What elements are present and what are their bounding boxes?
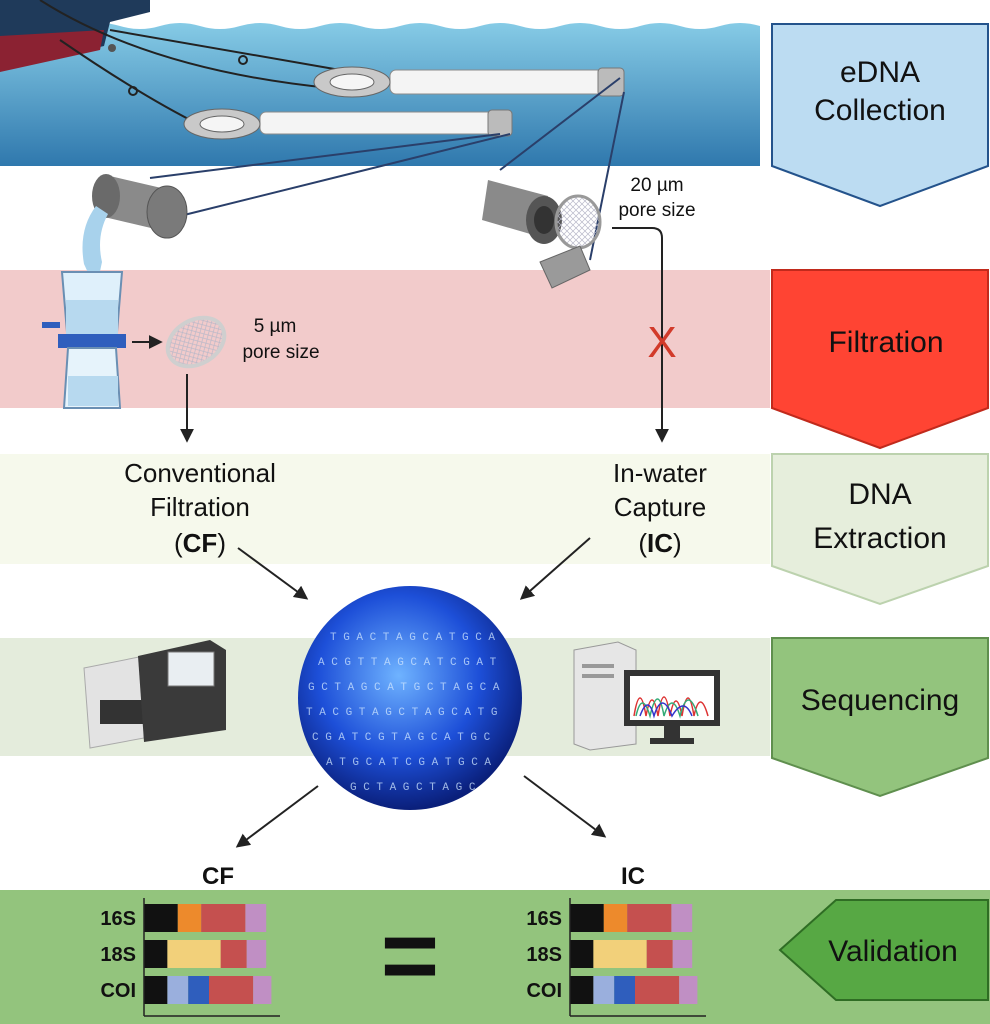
cf-16s-segment-2	[201, 904, 246, 932]
small-pore-label: pore size	[242, 342, 319, 363]
cf-coi-segment-3	[209, 976, 254, 1004]
cf-18s-segment-2	[220, 940, 247, 968]
sampler-tube-upper	[313, 66, 625, 98]
ic-label-line1: In-water	[613, 458, 707, 488]
poured-water	[82, 206, 108, 290]
sequencer-instrument-icon	[83, 640, 226, 749]
cf-18s-segment-3	[246, 940, 267, 968]
svg-text:G C T A G C A T G C T A G C A: G C T A G C A T G C T A G C A	[308, 682, 500, 694]
svg-text:Validation: Validation	[828, 935, 958, 968]
svg-text:T G A C T A G C A T G C A: T G A C T A G C A T G C A	[330, 632, 495, 644]
filtration-band	[0, 270, 770, 408]
ic-coi-segment-4	[679, 976, 698, 1004]
filtration-skipped-mark: X	[647, 318, 676, 367]
extraction-band	[0, 454, 770, 564]
sampler-tube-lower	[183, 108, 513, 140]
tow-lines	[39, 0, 341, 126]
stage-validation: Validation	[778, 899, 989, 1001]
filter-5um-icon	[165, 315, 227, 369]
large-pore-size: 20 µm	[630, 175, 683, 196]
cf-to-dna-arrow	[237, 547, 309, 600]
cf-coi-segment-2	[188, 976, 209, 1004]
ic-18s-segment-0	[570, 940, 594, 968]
cf-16s-segment-0	[144, 904, 178, 932]
dna-to-cf-arrow	[235, 785, 319, 848]
stage-filtration: Filtration	[771, 269, 989, 450]
ic-16s-segment-3	[671, 904, 693, 932]
svg-text:A C G T T A G C A T C G A T: A C G T T A G C A T C G A T	[318, 657, 497, 669]
cf-18s-segment-0	[144, 940, 168, 968]
svg-text:T A C G T A G C T A G C A T G: T A C G T A G C T A G C A T G	[306, 707, 497, 719]
cf-label-line3: (CF)	[174, 528, 226, 558]
cf-16s-segment-1	[177, 904, 202, 932]
ic-community-chart: 16S 18S COI	[526, 898, 706, 1017]
ic-16s-segment-2	[627, 904, 672, 932]
cf-18s-segment-1	[167, 940, 221, 968]
computer-chromatogram-icon	[573, 641, 720, 751]
ic-coi-segment-2	[614, 976, 635, 1004]
ic-results-title: IC	[621, 863, 645, 890]
canister-cf-icon	[92, 174, 188, 239]
stage-sequencing: Sequencing	[771, 637, 989, 798]
ic-to-dna-arrow	[519, 537, 591, 600]
ic-marker-label-coi: COI	[526, 980, 562, 1002]
ic-path-line	[612, 227, 669, 443]
ic-marker-label-18s: 18S	[526, 944, 562, 966]
stage-collection: eDNA Collection	[771, 23, 989, 208]
ic-18s-segment-3	[672, 940, 693, 968]
svg-text:Collection: Collection	[814, 94, 946, 127]
svg-text:C G A T C G T A G C A T G C: C G A T C G T A G C A T G C	[312, 732, 491, 744]
dna-sequence-sphere-icon: T G A C T A G C A T G C A A C G T T A G …	[298, 586, 522, 810]
dna-to-ic-arrow	[523, 775, 607, 838]
cf-coi-segment-1	[167, 976, 189, 1004]
ic-16s-segment-0	[570, 904, 604, 932]
ic-coi-segment-0	[570, 976, 594, 1004]
svg-text:A T G C A T C G A T G C A: A T G C A T C G A T G C A	[326, 757, 491, 769]
cf-label-line2: Filtration	[150, 492, 250, 522]
cf-marker-label-coi: COI	[100, 980, 136, 1002]
canister-ic-icon	[482, 180, 602, 289]
cf-coi-segment-0	[144, 976, 168, 1004]
cf-16s-segment-3	[245, 904, 267, 932]
ic-coi-segment-1	[593, 976, 615, 1004]
svg-text:Extraction: Extraction	[813, 522, 946, 555]
cf-marker-label-18s: 18S	[100, 944, 136, 966]
cf-coi-segment-4	[253, 976, 272, 1004]
small-pore-size: 5 µm	[254, 316, 297, 337]
research-ship-icon	[0, 0, 150, 72]
svg-text:G C T A G C T A G C: G C T A G C T A G C	[350, 782, 476, 794]
svg-text:Sequencing: Sequencing	[801, 684, 959, 717]
svg-text:DNA: DNA	[848, 478, 911, 511]
equals-sign: =	[381, 900, 439, 1012]
ic-coi-segment-3	[635, 976, 680, 1004]
cf-label-line1: Conventional	[124, 458, 276, 488]
svg-text:eDNA: eDNA	[840, 56, 920, 89]
stage-extraction: DNA Extraction	[771, 453, 989, 606]
ic-18s-segment-1	[593, 940, 647, 968]
cf-community-chart: 16S 18S COI	[100, 898, 280, 1017]
ic-18s-segment-2	[646, 940, 673, 968]
cf-results-title: CF	[202, 863, 234, 890]
cf-marker-label-16s: 16S	[100, 908, 136, 930]
filtration-funnel-icon	[42, 271, 126, 409]
large-pore-label: pore size	[618, 200, 695, 221]
ic-16s-segment-1	[603, 904, 628, 932]
svg-text:Filtration: Filtration	[828, 326, 943, 359]
water-surface	[0, 23, 760, 166]
ic-marker-label-16s: 16S	[526, 908, 562, 930]
ic-label-line3: (IC)	[638, 528, 681, 558]
ic-label-line2: Capture	[614, 492, 707, 522]
